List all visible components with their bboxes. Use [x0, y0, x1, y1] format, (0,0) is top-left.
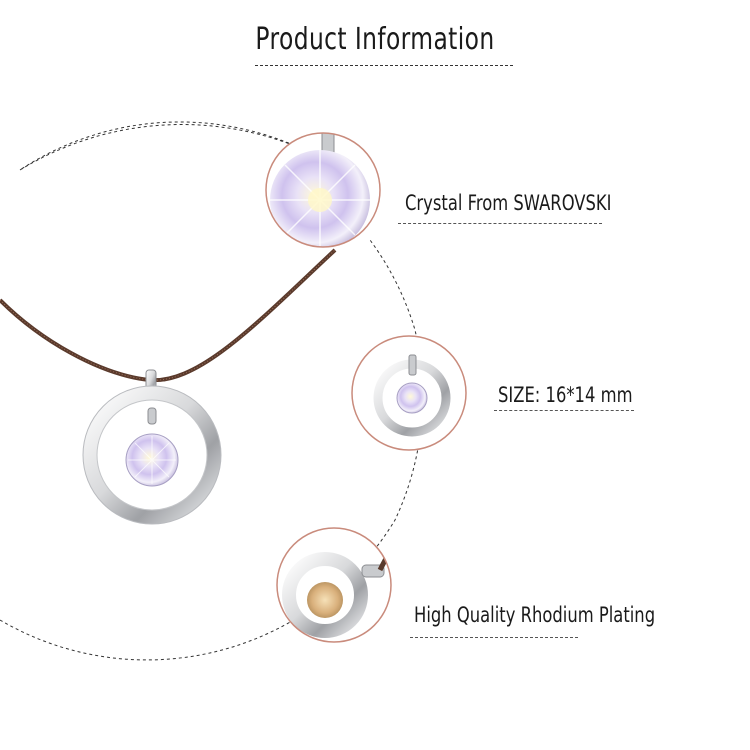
- main-pendant: [82, 369, 222, 525]
- detail-circle-plating: [276, 527, 392, 643]
- feature-label-crystal: Crystal From SWAROVSKI: [405, 191, 612, 215]
- feature-label-plating: High Quality Rhodium Plating: [414, 603, 656, 627]
- feature-underline-size: [494, 410, 634, 411]
- dashed-arc-top: [19, 124, 301, 171]
- feature-underline-plating: [410, 637, 578, 638]
- necklace-cord: [0, 248, 337, 383]
- detail-circle-pendant: [351, 335, 467, 451]
- feature-label-size: SIZE: 16*14 mm: [498, 383, 633, 407]
- detail-circle-crystal: [265, 132, 381, 248]
- title-underline: [255, 65, 513, 66]
- feature-underline-crystal: [398, 223, 602, 224]
- page-title: Product Information: [255, 22, 495, 57]
